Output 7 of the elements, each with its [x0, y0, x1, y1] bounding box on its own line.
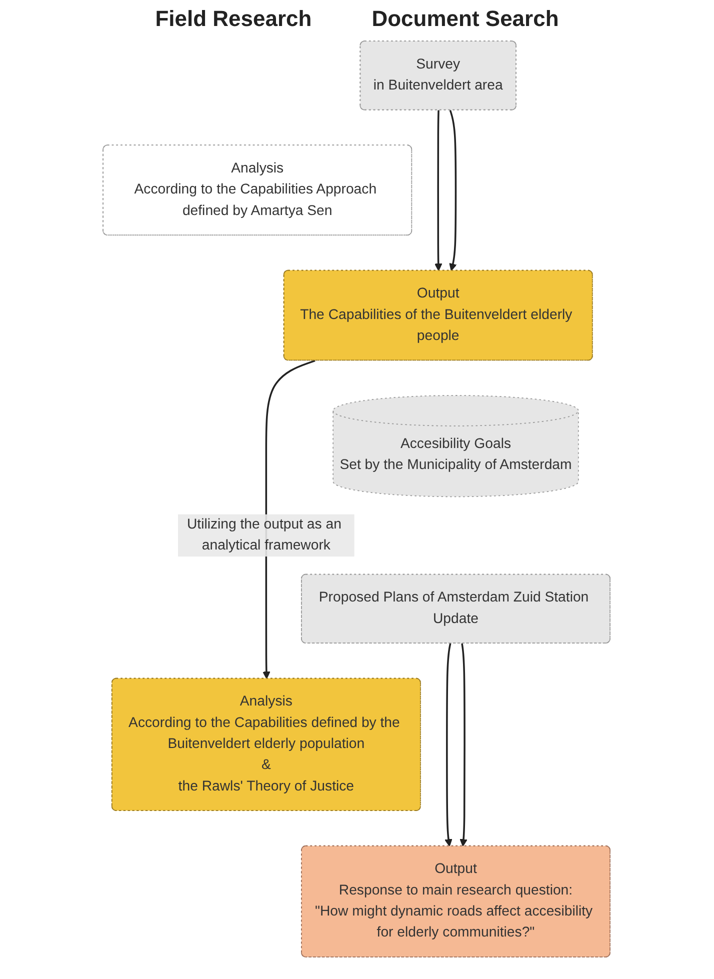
section-heading: Field Research — [155, 6, 312, 32]
arrow — [450, 110, 458, 272]
edge-label: Utilizing the output as an analytical framework — [187, 516, 342, 554]
arrow — [445, 643, 453, 847]
section-heading: Document Search — [372, 6, 559, 32]
arrow — [434, 110, 443, 272]
arrow — [460, 643, 468, 847]
